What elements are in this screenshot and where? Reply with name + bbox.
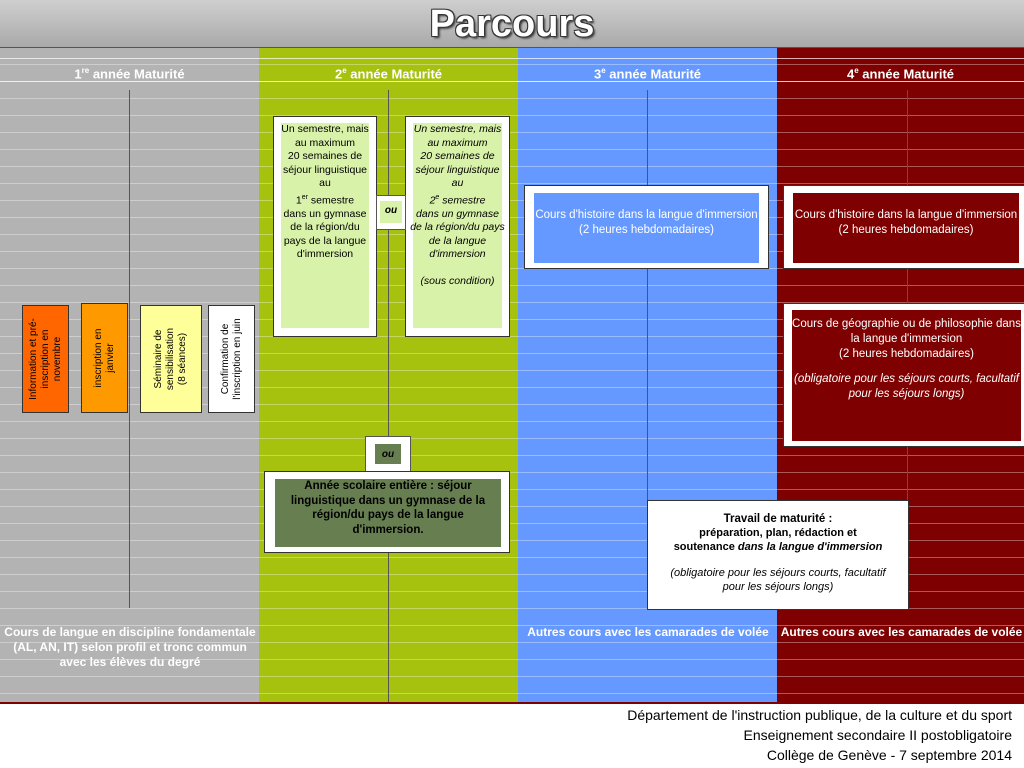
semester1-box: Un semestre, mais au maximum 20 semaines… xyxy=(273,116,377,337)
ou-top-box: ou xyxy=(376,195,406,230)
inscription-text: inscription en janvier xyxy=(92,328,116,388)
year4-bottom-text: Autres cours avec les camarades de volée xyxy=(780,625,1023,639)
footer-line-3: Collège de Genève - 7 septembre 2014 xyxy=(766,747,1012,763)
year4-histoire-box: Cours d'histoire dans la langue d'immers… xyxy=(783,185,1024,269)
year4-geo-box: Cours de géographie ou de philosophie da… xyxy=(783,303,1024,447)
year3-bottom-text: Autres cours avec les camarades de volée xyxy=(527,625,769,639)
footer-line-2: Enseignement secondaire II postobligatoi… xyxy=(743,727,1012,743)
info-preinscription-box: Information et pré-inscription en novemb… xyxy=(22,305,69,413)
info-preinscription-text: Information et pré-inscription en novemb… xyxy=(27,318,63,400)
ou-bottom-box: ou xyxy=(365,436,411,472)
divider-year-1 xyxy=(129,90,130,608)
header-year-4: 4e année Maturité xyxy=(777,58,1024,82)
semester2-text: Un semestre, mais au maximum 20 semaines… xyxy=(410,123,505,287)
travail-maturite-box: Travail de maturité : préparation, plan,… xyxy=(647,500,909,610)
inscription-box: inscription en janvier xyxy=(81,303,128,413)
header-year-1: 1re année Maturité xyxy=(0,58,259,82)
travail-maturite-text: Travail de maturité : préparation, plan,… xyxy=(670,513,886,593)
page-title: Parcours xyxy=(429,3,595,45)
year3-histoire-box: Cours d'histoire dans la langue d'immers… xyxy=(524,185,769,269)
semester1-text: Un semestre, mais au maximum 20 semaines… xyxy=(281,123,369,260)
full-year-box: Année scolaire entière : séjour linguist… xyxy=(264,471,510,553)
header-year-2: 2e année Maturité xyxy=(259,58,518,82)
year4-histoire-text: Cours d'histoire dans la langue d'immers… xyxy=(794,209,1018,236)
seminaire-box: Séminaire de sensibilisation (8 séances) xyxy=(140,305,202,413)
ou-top-text: ou xyxy=(384,205,398,216)
footer xyxy=(0,702,1024,768)
full-year-text: Année scolaire entière : séjour linguist… xyxy=(290,480,486,536)
header-year-3: 3e année Maturité xyxy=(518,58,777,82)
title-bar xyxy=(0,0,1024,48)
confirmation-text: Confirmation de l'inscription en juin xyxy=(219,318,243,400)
confirmation-box: Confirmation de l'inscription en juin xyxy=(208,305,255,413)
year1-bottom-text: Cours de langue en discipline fondamenta… xyxy=(4,625,256,669)
divider-year-2 xyxy=(388,90,389,702)
footer-line-1: Département de l'instruction publique, d… xyxy=(627,707,1012,723)
year3-histoire-text: Cours d'histoire dans la langue d'immers… xyxy=(535,209,758,236)
ou-bottom-text: ou xyxy=(381,449,395,460)
year4-geo-text: Cours de géographie ou de philosophie da… xyxy=(792,318,1021,400)
divider-year-3 xyxy=(647,90,648,610)
seminaire-text: Séminaire de sensibilisation (8 séances) xyxy=(153,327,188,391)
semester2-box: Un semestre, mais au maximum 20 semaines… xyxy=(405,116,510,337)
